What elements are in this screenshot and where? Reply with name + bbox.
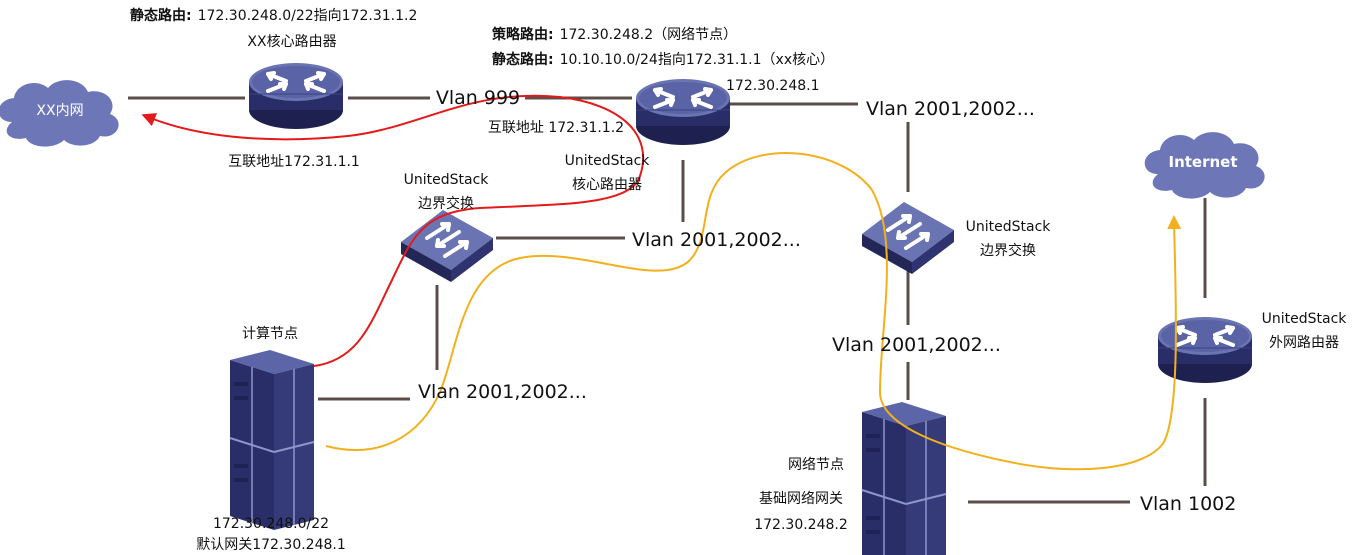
xx-core-router-label: XX核心路由器 bbox=[247, 34, 336, 50]
router-icon bbox=[634, 77, 732, 147]
links-layer bbox=[128, 96, 1207, 504]
yellow-external-path bbox=[325, 152, 1182, 471]
us-core-address-label: 172.30.248.1 bbox=[726, 78, 820, 94]
compute-node-gateway-label: 默认网关172.30.248.1 bbox=[196, 537, 346, 553]
us-static-route-prefix: 静态路由: bbox=[492, 51, 554, 68]
us-edge-switch-right[interactable] bbox=[860, 200, 956, 276]
us-policy-route-value: 172.30.248.2（网络节点） bbox=[560, 27, 738, 43]
switch-icon bbox=[399, 208, 495, 284]
vlan-core-label: Vlan 2001,2002... bbox=[866, 98, 1035, 120]
vlan-1002-label: Vlan 1002 bbox=[1140, 493, 1236, 515]
us-edge-switch-left[interactable] bbox=[399, 208, 495, 284]
xx-intranet-label: XX内网 bbox=[36, 103, 83, 119]
network-node-gateway-label: 基础网络网关 bbox=[759, 490, 843, 507]
server-icon bbox=[229, 349, 315, 531]
us-static-route-value: 10.10.10.0/24指向172.31.1.1（xx核心） bbox=[560, 52, 835, 68]
vlan-right-switch-label: Vlan 2001,2002... bbox=[832, 334, 1001, 356]
network-node-label: 网络节点 bbox=[788, 457, 844, 473]
compute-node-subnet-label: 172.30.248.0/22 bbox=[213, 516, 329, 532]
us-core-interconnect-label: 互联地址 172.31.1.2 bbox=[488, 120, 624, 136]
us-edge-right-name-line1: UnitedStack bbox=[966, 219, 1052, 235]
us-policy-route-prefix: 策略路由: bbox=[491, 26, 554, 43]
us-static-route: 静态路由: 10.10.10.0/24指向172.31.1.1（xx核心） bbox=[492, 51, 834, 68]
router-icon bbox=[247, 61, 345, 131]
xx-core-router[interactable] bbox=[247, 61, 345, 131]
us-external-router[interactable] bbox=[1156, 315, 1254, 385]
us-core-name-line1: UnitedStack bbox=[565, 153, 651, 169]
vlan-999-label: Vlan 999 bbox=[436, 87, 520, 109]
network-node-address-label: 172.30.248.2 bbox=[754, 517, 848, 533]
xx-static-route-value: 172.30.248.0/22指向172.31.1.2 bbox=[198, 8, 418, 24]
red-return-path bbox=[141, 94, 645, 367]
switch-icon bbox=[860, 200, 956, 276]
compute-node-label: 计算节点 bbox=[242, 326, 298, 342]
router-icon bbox=[1156, 315, 1254, 385]
us-external-name-line2: 外网路由器 bbox=[1269, 335, 1339, 351]
us-edge-left-name-line1: UnitedStack bbox=[404, 172, 490, 188]
internet-label: Internet bbox=[1168, 153, 1237, 171]
us-edge-right-name-line2: 边界交换 bbox=[980, 242, 1036, 259]
internet-cloud: Internet bbox=[1144, 132, 1265, 199]
compute-node-server[interactable] bbox=[229, 349, 315, 531]
xx-static-route-prefix: 静态路由: bbox=[130, 7, 192, 24]
xx-intranet-cloud: XX内网 bbox=[0, 80, 119, 147]
vlan-left-switch-label: Vlan 2001,2002... bbox=[632, 229, 801, 251]
us-external-name-line1: UnitedStack bbox=[1262, 311, 1348, 327]
xx-static-route: 静态路由: 172.30.248.0/22指向172.31.1.2 bbox=[130, 7, 417, 24]
us-edge-left-name-line2: 边界交换 bbox=[418, 195, 474, 212]
us-core-router[interactable] bbox=[634, 77, 732, 147]
us-core-name-line2: 核心路由器 bbox=[572, 177, 642, 193]
us-policy-route: 策略路由: 172.30.248.2（网络节点） bbox=[491, 26, 737, 43]
vlan-compute-label: Vlan 2001,2002... bbox=[418, 381, 587, 403]
xx-core-interconnect-label: 互联地址172.31.1.1 bbox=[228, 154, 360, 170]
